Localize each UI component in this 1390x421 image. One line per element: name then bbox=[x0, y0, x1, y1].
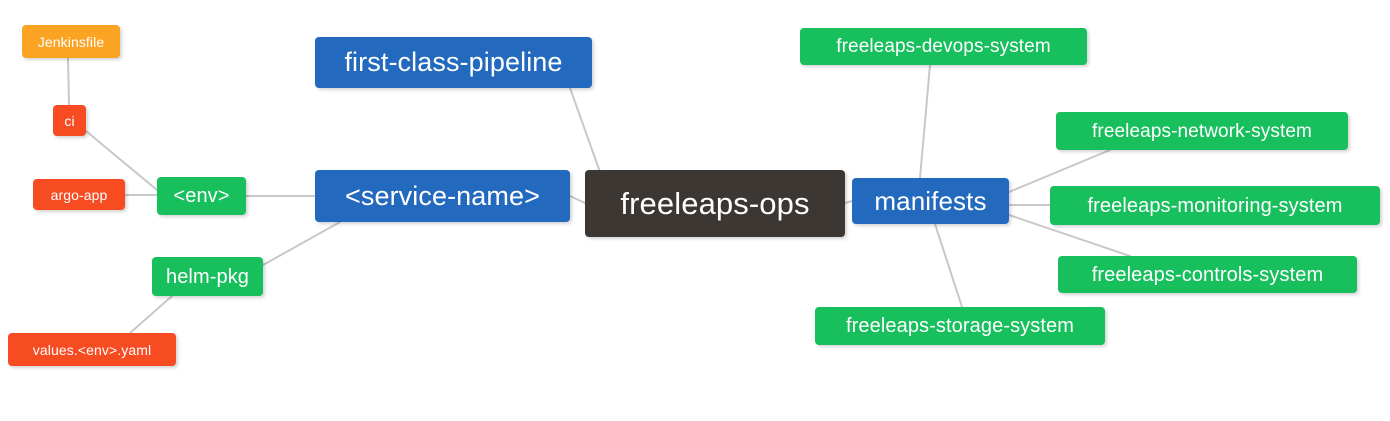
node-manifests[interactable]: manifests bbox=[852, 178, 1009, 224]
node-label-jenkinsfile: Jenkinsfile bbox=[37, 33, 105, 50]
node-label-freeleaps-ops: freeleaps-ops bbox=[620, 186, 810, 221]
node-label-service-name: <service-name> bbox=[345, 180, 540, 211]
node-values-env-yaml[interactable]: values.<env>.yaml bbox=[8, 333, 176, 366]
node-env[interactable]: <env> bbox=[157, 177, 246, 215]
node-service-name[interactable]: <service-name> bbox=[315, 170, 570, 222]
node-label-manifests: manifests bbox=[874, 186, 987, 216]
node-first-class-pipeline[interactable]: first-class-pipeline bbox=[315, 37, 592, 88]
node-helm-pkg[interactable]: helm-pkg bbox=[152, 257, 263, 296]
node-label-env: <env> bbox=[173, 185, 230, 207]
node-label-helm-pkg: helm-pkg bbox=[165, 265, 250, 288]
node-ci[interactable]: ci bbox=[53, 105, 86, 136]
node-label-argo-app: argo-app bbox=[50, 186, 108, 203]
edge-ci-to-jenkinsfile bbox=[67, 57, 70, 106]
node-argo-app[interactable]: argo-app bbox=[33, 179, 125, 210]
node-label-freeleaps-storage-system: freeleaps-storage-system bbox=[845, 315, 1075, 337]
node-freeleaps-controls-system[interactable]: freeleaps-controls-system bbox=[1058, 256, 1357, 293]
edge-freeleaps-ops-to-service-name bbox=[569, 195, 586, 204]
node-label-first-class-pipeline: first-class-pipeline bbox=[344, 47, 563, 77]
node-label-freeleaps-monitoring-system: freeleaps-monitoring-system bbox=[1087, 194, 1343, 217]
node-label-freeleaps-network-system: freeleaps-network-system bbox=[1092, 120, 1312, 142]
node-label-ci: ci bbox=[64, 112, 75, 129]
node-freeleaps-ops[interactable]: freeleaps-ops bbox=[585, 170, 845, 237]
edge-service-name-to-helm-pkg bbox=[262, 221, 341, 266]
node-jenkinsfile[interactable]: Jenkinsfile bbox=[22, 25, 120, 58]
node-label-freeleaps-devops-system: freeleaps-devops-system bbox=[836, 36, 1051, 57]
edge-manifests-to-freeleaps-storage-system bbox=[934, 223, 963, 308]
node-label-values-env-yaml: values.<env>.yaml bbox=[32, 341, 152, 358]
edge-freeleaps-ops-to-first-class-pipeline bbox=[569, 87, 601, 173]
edge-freeleaps-ops-to-manifests bbox=[844, 200, 853, 204]
node-freeleaps-monitoring-system[interactable]: freeleaps-monitoring-system bbox=[1050, 186, 1380, 225]
node-freeleaps-devops-system[interactable]: freeleaps-devops-system bbox=[800, 28, 1087, 65]
edge-manifests-to-freeleaps-devops-system bbox=[919, 64, 931, 179]
node-freeleaps-network-system[interactable]: freeleaps-network-system bbox=[1056, 112, 1348, 150]
node-label-freeleaps-controls-system: freeleaps-controls-system bbox=[1091, 263, 1324, 286]
edge-helm-pkg-to-values-env-yaml bbox=[129, 295, 173, 334]
node-freeleaps-storage-system[interactable]: freeleaps-storage-system bbox=[815, 307, 1105, 345]
